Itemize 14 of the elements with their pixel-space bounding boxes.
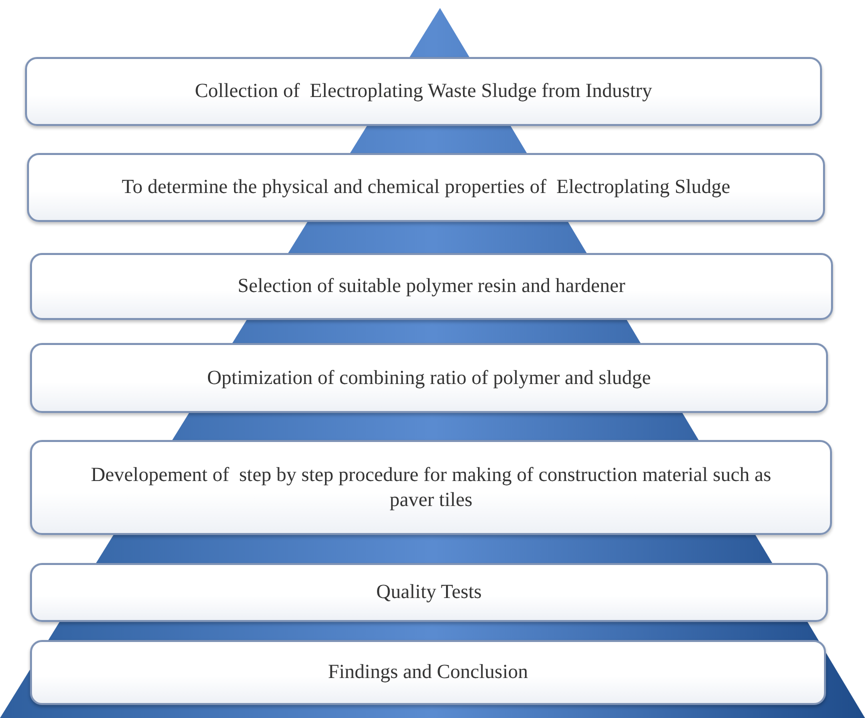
step-box (30, 253, 833, 320)
step-box (27, 153, 825, 222)
step-text: Optimization of combining ratio of polymer and sludge (206, 366, 652, 390)
step-box (30, 343, 828, 413)
step-text: Collection of Electroplating Waste Sludge from Industry (194, 79, 654, 104)
step-box (30, 640, 826, 705)
step-text: Developement of step by step procedure for making of construction material such as paver tiles (90, 462, 772, 512)
step-text: Quality Tests (375, 580, 483, 605)
step-text: Findings and Conclusion (326, 660, 529, 685)
step-box (30, 563, 828, 622)
step-text: To determine the physical and chemical properties of Electroplating Sludge (120, 175, 732, 200)
step-box (30, 440, 832, 535)
step-text: Selection of suitable polymer resin and hardener (236, 274, 626, 299)
step-box (25, 57, 822, 126)
